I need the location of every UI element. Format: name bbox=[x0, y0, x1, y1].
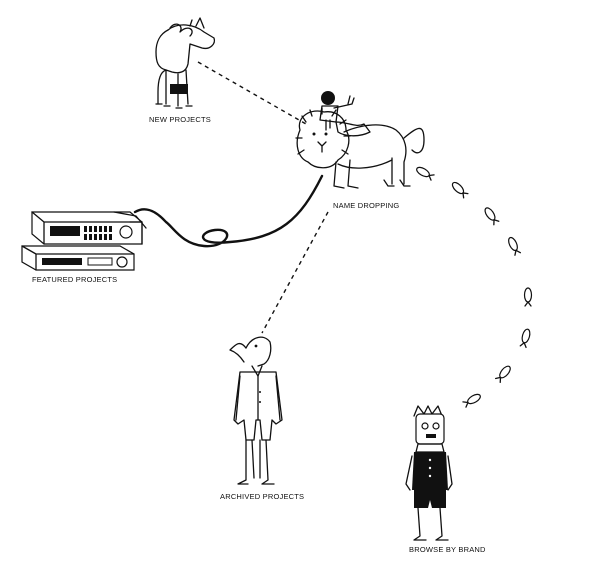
dashed-connector-horse-to-lion bbox=[197, 61, 307, 125]
lion-with-rider-illustration[interactable] bbox=[295, 91, 425, 189]
dashed-connector-lion-to-birdman bbox=[261, 211, 329, 334]
featured-projects-link[interactable]: FEATURED PROJECTS bbox=[32, 275, 118, 284]
horse-illustration[interactable] bbox=[155, 17, 216, 109]
browse-by-brand-link[interactable]: BROWSE BY BRAND bbox=[409, 545, 486, 554]
audio-cable bbox=[133, 174, 324, 248]
archived-projects-link[interactable]: ARCHIVED PROJECTS bbox=[220, 492, 305, 501]
boy-with-mask-illustration[interactable] bbox=[405, 405, 453, 541]
name-dropping-link[interactable]: NAME DROPPING bbox=[333, 201, 400, 210]
rocket-trail bbox=[416, 166, 533, 408]
new-projects-link[interactable]: NEW PROJECTS bbox=[149, 115, 211, 124]
stereo-equipment-illustration[interactable] bbox=[21, 211, 147, 271]
bird-headed-man-illustration[interactable] bbox=[229, 336, 283, 485]
